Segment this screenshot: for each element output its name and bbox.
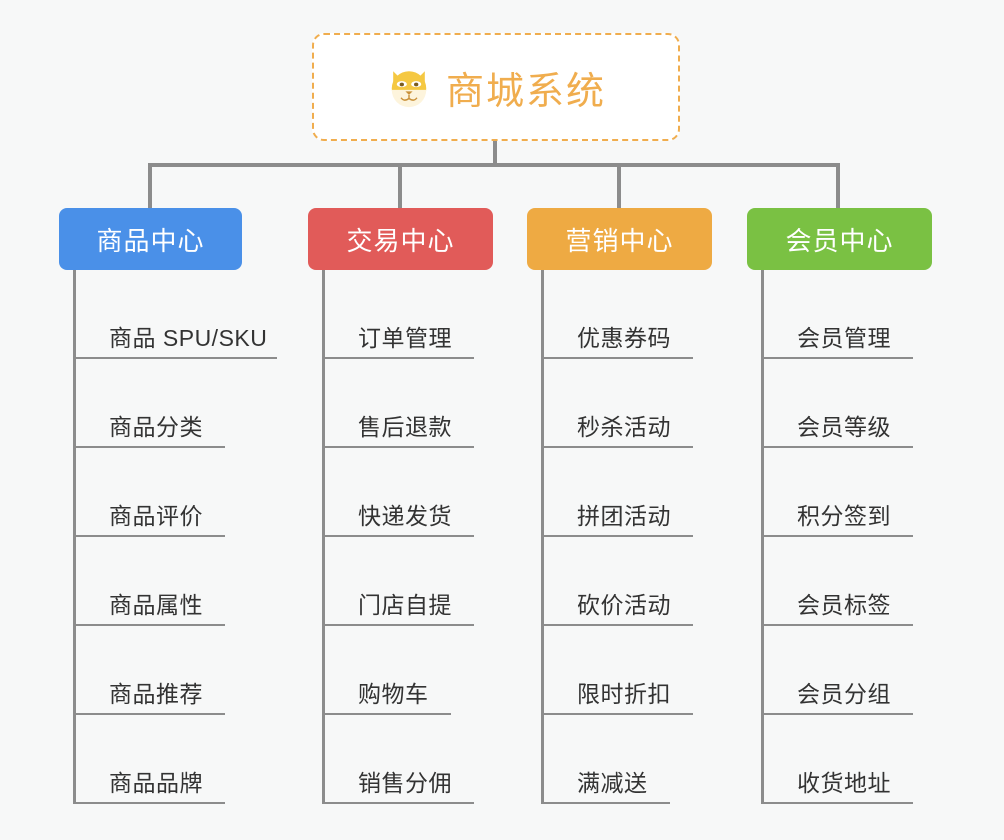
category-label: 交易中心: [346, 225, 455, 256]
leaf-label: 快递发货: [358, 503, 452, 529]
leaf-item[interactable]: 购物车: [322, 626, 452, 715]
leaf-underline: [322, 357, 474, 359]
leaf-item[interactable]: 会员管理: [761, 270, 913, 359]
leaf-label: 拼团活动: [577, 503, 671, 529]
leaf-label: 销售分佣: [358, 770, 452, 796]
leaf-underline: [73, 624, 225, 626]
root-title: 商城系统: [445, 70, 606, 113]
leaf-item[interactable]: 砍价活动: [541, 537, 693, 626]
leaf-item[interactable]: 会员分组: [761, 626, 913, 715]
leaf-label: 会员标签: [797, 592, 891, 618]
leaf-underline: [761, 535, 913, 537]
leaf-underline: [73, 446, 225, 448]
leaf-label: 优惠券码: [577, 325, 671, 351]
leaf-underline: [761, 713, 913, 715]
connector-root-stem: [493, 141, 497, 165]
leaf-label: 商品评价: [109, 503, 203, 529]
leaf-underline: [541, 446, 693, 448]
leaf-item[interactable]: 门店自提: [322, 537, 474, 626]
leaf-item[interactable]: 秒杀活动: [541, 359, 693, 448]
category-label: 商品中心: [96, 225, 205, 256]
connector-branch-stem-0: [148, 163, 152, 209]
connector-branch-stem-1: [398, 163, 402, 209]
leaf-label: 限时折扣: [577, 681, 671, 707]
category-box-2[interactable]: 营销中心: [527, 208, 712, 270]
category-box-3[interactable]: 会员中心: [747, 208, 932, 270]
leaf-spine: [73, 270, 76, 804]
leaf-label: 会员等级: [797, 414, 891, 440]
leaf-underline: [322, 624, 474, 626]
leaf-item[interactable]: 优惠券码: [541, 270, 693, 359]
leaf-label: 门店自提: [358, 592, 452, 618]
leaf-underline: [322, 535, 474, 537]
leaf-item[interactable]: 限时折扣: [541, 626, 693, 715]
leaf-label: 商品 SPU/SKU: [109, 325, 268, 351]
leaf-item[interactable]: 收货地址: [761, 715, 913, 804]
leaf-item[interactable]: 商品推荐: [73, 626, 267, 715]
leaf-underline: [761, 624, 913, 626]
category-label: 会员中心: [785, 225, 894, 256]
leaf-item[interactable]: 拼团活动: [541, 448, 693, 537]
connector-branch-stem-2: [617, 163, 621, 209]
leaf-underline: [73, 713, 225, 715]
leaf-column-2: 优惠券码秒杀活动拼团活动砍价活动限时折扣满减送: [541, 270, 693, 804]
category-box-0[interactable]: 商品中心: [59, 208, 242, 270]
leaf-item[interactable]: 商品 SPU/SKU: [73, 270, 277, 359]
leaf-label: 满减送: [577, 770, 648, 796]
leaf-item[interactable]: 会员等级: [761, 359, 913, 448]
leaf-spine: [761, 270, 764, 804]
leaf-label: 会员管理: [797, 325, 891, 351]
leaf-underline: [73, 357, 277, 359]
leaf-underline: [541, 624, 693, 626]
leaf-underline: [322, 713, 451, 715]
leaf-label: 砍价活动: [577, 592, 671, 618]
category-box-1[interactable]: 交易中心: [308, 208, 493, 270]
leaf-underline: [541, 713, 693, 715]
leaf-underline: [73, 535, 225, 537]
leaf-underline: [541, 535, 693, 537]
leaf-label: 会员分组: [797, 681, 891, 707]
shiba-dog-face-icon: [386, 64, 432, 110]
leaf-item[interactable]: 积分签到: [761, 448, 913, 537]
leaf-underline: [73, 802, 225, 804]
leaf-item[interactable]: 售后退款: [322, 359, 474, 448]
connector-horizontal-bus: [150, 163, 840, 167]
leaf-item[interactable]: 商品评价: [73, 448, 267, 537]
leaf-item[interactable]: 快递发货: [322, 448, 474, 537]
leaf-label: 商品属性: [109, 592, 203, 618]
leaf-label: 收货地址: [797, 770, 891, 796]
connector-branch-stem-3: [836, 163, 840, 209]
leaf-label: 积分签到: [797, 503, 891, 529]
leaf-item[interactable]: 商品品牌: [73, 715, 267, 804]
leaf-underline: [322, 446, 474, 448]
leaf-label: 商品分类: [109, 414, 203, 440]
leaf-column-0: 商品 SPU/SKU 商品分类商品评价商品属性商品推荐商品品牌: [73, 270, 277, 804]
leaf-underline: [541, 357, 693, 359]
leaf-underline: [761, 446, 913, 448]
leaf-label: 秒杀活动: [577, 414, 671, 440]
leaf-spine: [322, 270, 325, 804]
leaf-underline: [322, 802, 474, 804]
leaf-column-1: 订单管理售后退款快递发货门店自提购物车销售分佣: [322, 270, 474, 804]
leaf-item[interactable]: 销售分佣: [322, 715, 474, 804]
leaf-label: 订单管理: [358, 325, 452, 351]
leaf-item[interactable]: 商品分类: [73, 359, 267, 448]
leaf-label: 售后退款: [358, 414, 452, 440]
leaf-item[interactable]: 商品属性: [73, 537, 267, 626]
leaf-spine: [541, 270, 544, 804]
leaf-item[interactable]: 满减送: [541, 715, 671, 804]
root-node[interactable]: 商城系统: [312, 33, 680, 141]
leaf-underline: [761, 357, 913, 359]
leaf-underline: [761, 802, 913, 804]
leaf-label: 商品品牌: [109, 770, 203, 796]
category-label: 营销中心: [565, 225, 674, 256]
leaf-underline: [541, 802, 670, 804]
leaf-item[interactable]: 会员标签: [761, 537, 913, 626]
leaf-label: 商品推荐: [109, 681, 203, 707]
leaf-column-3: 会员管理会员等级积分签到会员标签会员分组收货地址: [761, 270, 913, 804]
leaf-label: 购物车: [358, 681, 429, 707]
leaf-item[interactable]: 订单管理: [322, 270, 474, 359]
